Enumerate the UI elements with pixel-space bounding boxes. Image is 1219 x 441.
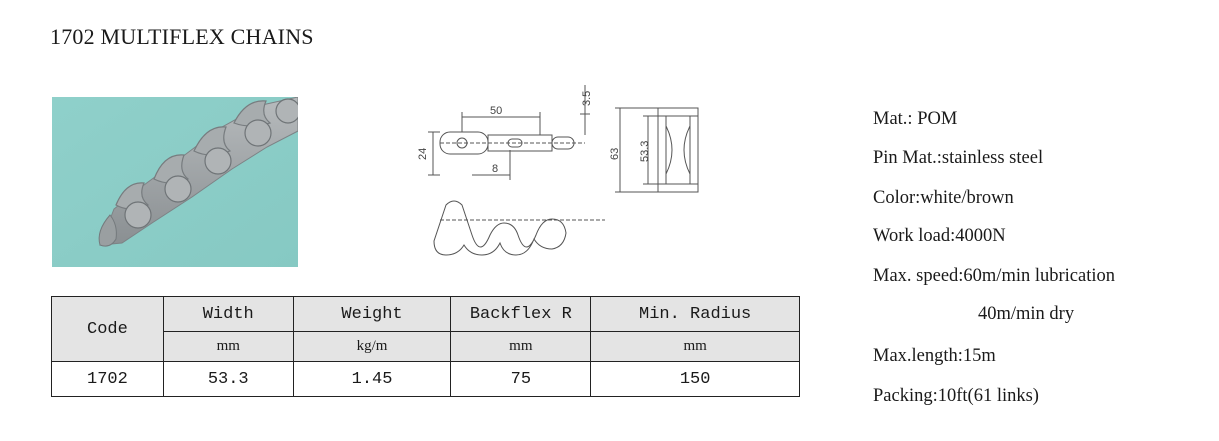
unit-width: mm: [162, 331, 294, 362]
dim-label-3-5: 3.5: [581, 91, 593, 106]
value-width: 53.3: [162, 361, 294, 397]
unit-backflex: mm: [450, 331, 592, 362]
unit-weight: kg/m: [292, 331, 452, 362]
prop-speed-dry: 40m/min dry: [978, 304, 1075, 324]
dim-label-53-3: 53.3: [639, 141, 651, 162]
page-title: 1702 MULTIFLEX CHAINS: [50, 24, 314, 49]
header-backflex: Backflex R: [450, 296, 592, 332]
prop-color: Color:white/brown: [873, 188, 1014, 208]
prop-max-length: Max.length:15m: [873, 346, 996, 366]
value-min-radius: 150: [590, 361, 800, 397]
dim-label-50: 50: [490, 105, 502, 117]
prop-packing: Packing:10ft(61 links): [873, 386, 1039, 406]
prop-max-speed: Max. speed:60m/min lubrication: [873, 266, 1115, 286]
table-row: 1702 53.3 1.45 75 150: [51, 361, 800, 397]
value-backflex: 75: [450, 361, 592, 397]
code-header: Code: [51, 296, 164, 362]
technical-drawing: 50 3.5 24 8 63 53.3: [417, 85, 699, 256]
dim-label-24: 24: [417, 148, 429, 160]
prop-material: Mat.: POM: [873, 109, 958, 129]
header-width: Width: [162, 296, 294, 332]
prop-work-load: Work load:4000N: [873, 226, 1006, 246]
header-min-radius: Min. Radius: [590, 296, 800, 332]
table-header-row: Code Width Weight Backflex R Min. Radius: [51, 296, 800, 362]
unit-min-radius: mm: [590, 331, 800, 362]
spec-table: Code Width Weight Backflex R Min. Radius…: [51, 296, 800, 397]
table-units-row: mm kg/m mm mm: [52, 331, 800, 362]
prop-pin-material: Pin Mat.:stainless steel: [873, 148, 1044, 168]
dim-label-8: 8: [492, 163, 498, 175]
chain-photo: [52, 97, 298, 267]
value-weight: 1.45: [292, 361, 452, 397]
header-weight: Weight: [292, 296, 452, 332]
row-code: 1702: [51, 361, 164, 397]
dim-label-63: 63: [609, 148, 621, 160]
